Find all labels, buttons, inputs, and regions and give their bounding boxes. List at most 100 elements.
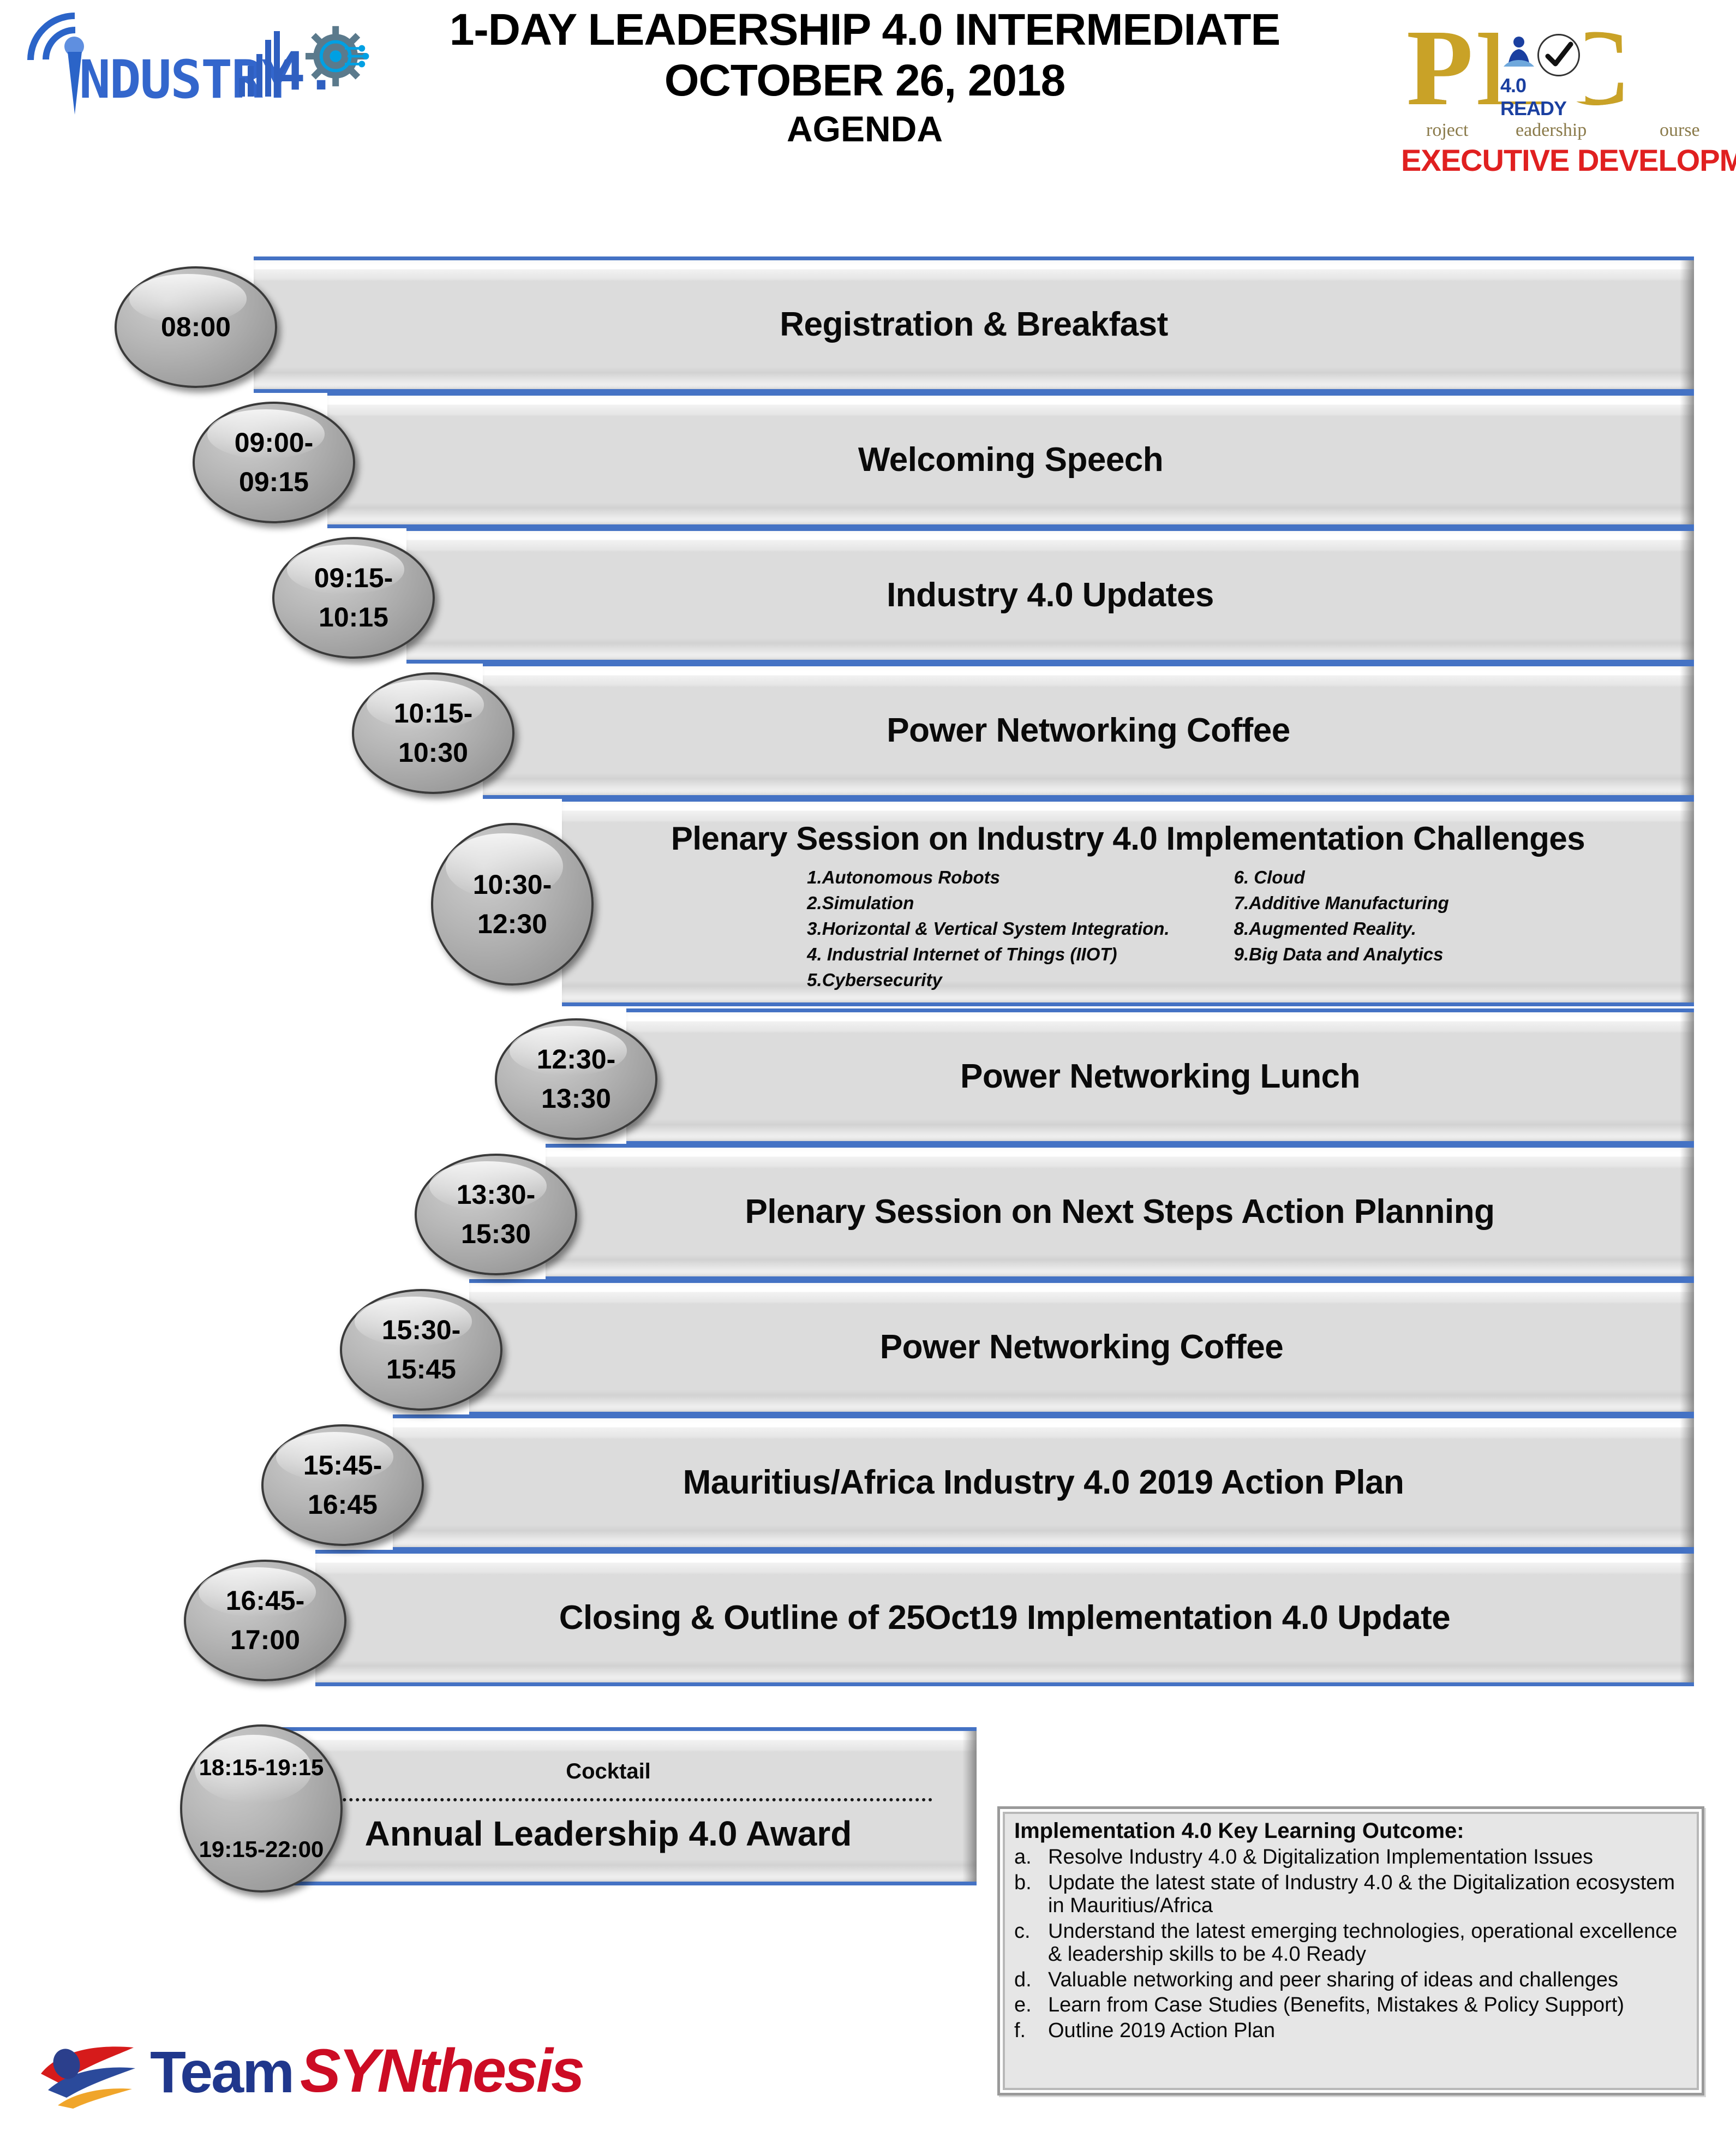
plenary-content: Plenary Session on Industry 4.0 Implemen…	[562, 811, 1694, 993]
outcome-item: b. Update the latest state of Industry 4.…	[1014, 1871, 1691, 1918]
dotted-divider	[284, 1798, 932, 1801]
agenda-time-oval: 12:30- 13:30	[495, 1018, 657, 1140]
agenda-time-oval: 16:45- 17:00	[184, 1559, 346, 1681]
executive-development-tagline: EXECUTIVE DEVELOPMENT	[1401, 143, 1736, 177]
outcome-item-letter: e.	[1014, 1993, 1032, 2017]
bar-title: Industry 4.0 Updates	[887, 576, 1214, 614]
agenda-row-bar: Industry 4.0 Updates	[406, 527, 1694, 664]
agenda-time-oval: 13:30- 15:30	[415, 1153, 577, 1275]
swoosh-mark-icon	[41, 2046, 135, 2109]
plenary-item: 4. Industrial Internet of Things (IIOT)	[807, 944, 1117, 964]
evening-time-oval: 18:15-19:15 19:15-22:00	[180, 1724, 343, 1893]
plenary-item: 6. Cloud	[1234, 867, 1305, 888]
agenda-row-bar: Plenary Session on Industry 4.0 Implemen…	[562, 798, 1694, 1006]
outcome-item: d.Valuable networking and peer sharing o…	[1014, 1968, 1691, 1992]
plc-sub-course: ourse	[1660, 120, 1700, 140]
outcome-item-text: Update the latest state of Industry 4.0 …	[1048, 1871, 1675, 1918]
outcome-item-letter: a.	[1014, 1846, 1032, 1869]
outcome-item: a. Resolve Industry 4.0 & Digitalization …	[1014, 1846, 1691, 1869]
signal-tower-icon	[68, 52, 82, 115]
plenary-columns: 1.Autonomous Robots 2.Simulation 3.Horizon…	[562, 865, 1694, 993]
agenda-time-oval: 15:45- 16:45	[261, 1424, 424, 1546]
bar-title: Plenary Session on Next Steps Action Pla…	[745, 1193, 1495, 1231]
agenda-label: AGENDA	[786, 108, 943, 149]
outcome-item-letter: c.	[1014, 1919, 1031, 1943]
outcome-item-letter: f.	[1014, 2019, 1026, 2042]
page-header: NDUSTRY 4.	[0, 0, 1736, 218]
time-label: 08:00	[161, 311, 231, 342]
teamsynthesis-synthesis-text: SYNthesis	[300, 2037, 585, 2105]
outcome-item-letter: b.	[1014, 1871, 1032, 1894]
plc-sub-project: roject	[1426, 120, 1469, 140]
outcome-item: c. Understand the latest emerging technol…	[1014, 1920, 1691, 1966]
agenda-time-oval: 10:15- 10:30	[352, 672, 514, 794]
agenda-row-bar: Closing & Outline of 25Oct19 Implementat…	[315, 1550, 1694, 1686]
agenda-row-bar: Power Networking Coffee	[469, 1279, 1694, 1416]
outcome-item-text: Valuable networking and peer sharing of …	[1048, 1968, 1619, 1991]
plc-logo: PLC roject eadership ourse 4.0 READY EXE…	[1397, 5, 1736, 180]
plenary-items-left: 1.Autonomous Robots 2.Simulation 3.Horizon…	[807, 865, 1169, 993]
time-label: 15:45- 16:45	[303, 1449, 382, 1520]
time-label: 09:15- 10:15	[314, 562, 393, 633]
plenary-item: 9.Big Data and Analytics	[1234, 944, 1444, 964]
check-circle-icon	[1537, 34, 1580, 76]
cocktail-label: Cocktail	[566, 1759, 651, 1783]
teamsynthesis-logo: Team SYNthesis	[38, 2030, 585, 2123]
agenda-time-oval: 09:15- 10:15	[272, 536, 435, 659]
bar-title: Closing & Outline of 25Oct19 Implementat…	[559, 1599, 1451, 1637]
title-block: 1-DAY LEADERSHIP 4.0 INTERMEDIATE OCTOBE…	[349, 4, 1380, 151]
outcome-item: e. Learn from Case Studies (Benefits, Mis…	[1014, 1993, 1691, 2017]
plenary-item: 5.Cybersecurity	[807, 969, 942, 990]
bar-title: Power Networking Coffee	[887, 712, 1290, 750]
time-label: 12:30- 13:30	[536, 1043, 616, 1114]
agenda-time-oval: 09:00- 09:15	[193, 401, 355, 523]
bar-title: Plenary Session on Industry 4.0 Implemen…	[671, 820, 1585, 857]
plc-sub-leadership: eadership	[1516, 120, 1587, 140]
bar-title: Mauritius/Africa Industry 4.0 2019 Actio…	[683, 1464, 1404, 1502]
evening-time-top: 18:15-19:15	[199, 1754, 324, 1780]
outcome-item-text: Understand the latest emerging technolog…	[1048, 1919, 1678, 1966]
agenda-row-bar: Registration & Breakfast	[254, 256, 1694, 393]
ready-badge-label: 4.0 READY	[1500, 74, 1567, 120]
plenary-item: 2.Simulation	[807, 893, 914, 914]
plenary-item: 8.Augmented Reality.	[1234, 918, 1416, 939]
time-label: 15:30- 15:45	[381, 1314, 461, 1385]
award-label: Annual Leadership 4.0 Award	[364, 1813, 852, 1853]
four-zero-ready-badge: 4.0 READY	[1498, 32, 1585, 120]
bar-title: Power Networking Lunch	[960, 1058, 1361, 1096]
bar-title: Welcoming Speech	[858, 441, 1164, 479]
time-label: 10:30- 12:30	[472, 869, 552, 940]
agenda-row-bar: Mauritius/Africa Industry 4.0 2019 Actio…	[393, 1414, 1694, 1551]
time-label: 16:45- 17:00	[225, 1585, 305, 1656]
plenary-item: 3.Horizontal & Vertical System Integrati…	[807, 918, 1170, 939]
gear-circuit-icon	[306, 26, 369, 87]
agenda-row-bar: Power Networking Lunch	[626, 1008, 1694, 1145]
bar-title: Registration & Breakfast	[780, 306, 1168, 344]
agenda-time-oval: 15:30- 15:45	[340, 1288, 502, 1411]
agenda-row-bar: Power Networking Coffee	[483, 662, 1694, 799]
plenary-item: 7.Additive Manufacturing	[1234, 893, 1449, 914]
agenda-row-bar: Welcoming Speech	[327, 392, 1694, 528]
plenary-item: 1.Autonomous Robots	[807, 867, 1000, 888]
agenda-time-oval: 10:30- 12:30	[431, 823, 594, 986]
agenda-row-bar: Plenary Session on Next Steps Action Pla…	[546, 1144, 1694, 1280]
outcome-item: f.Outline 2019 Action Plan	[1014, 2019, 1691, 2043]
bar-title: Power Networking Coffee	[879, 1328, 1284, 1366]
time-label: 10:15- 10:30	[393, 697, 473, 768]
event-date: OCTOBER 26, 2018	[664, 56, 1066, 106]
page-title: 1-DAY LEADERSHIP 4.0 INTERMEDIATE	[449, 5, 1280, 55]
bar-chart-icon	[239, 31, 288, 97]
industry-40-logo: NDUSTRY 4.	[7, 0, 369, 128]
outcome-title: Implementation 4.0 Key Learning Outcome:	[1014, 1819, 1464, 1843]
agenda-time-oval: 08:00	[115, 266, 277, 388]
key-learning-outcome-box: Implementation 4.0 Key Learning Outcome:…	[997, 1806, 1704, 2096]
evening-time-bottom: 19:15-22:00	[199, 1836, 324, 1862]
outcome-item-text: Learn from Case Studies (Benefits, Mista…	[1048, 1993, 1625, 2017]
outcome-item-text: Resolve Industry 4.0 & Digitalization Im…	[1048, 1846, 1594, 1869]
outcome-list: a. Resolve Industry 4.0 & Digitalization …	[1014, 1846, 1691, 2042]
time-label: 09:00- 09:15	[234, 427, 314, 498]
person-icon	[1504, 37, 1534, 67]
teamsynthesis-team-text: Team	[150, 2039, 295, 2105]
